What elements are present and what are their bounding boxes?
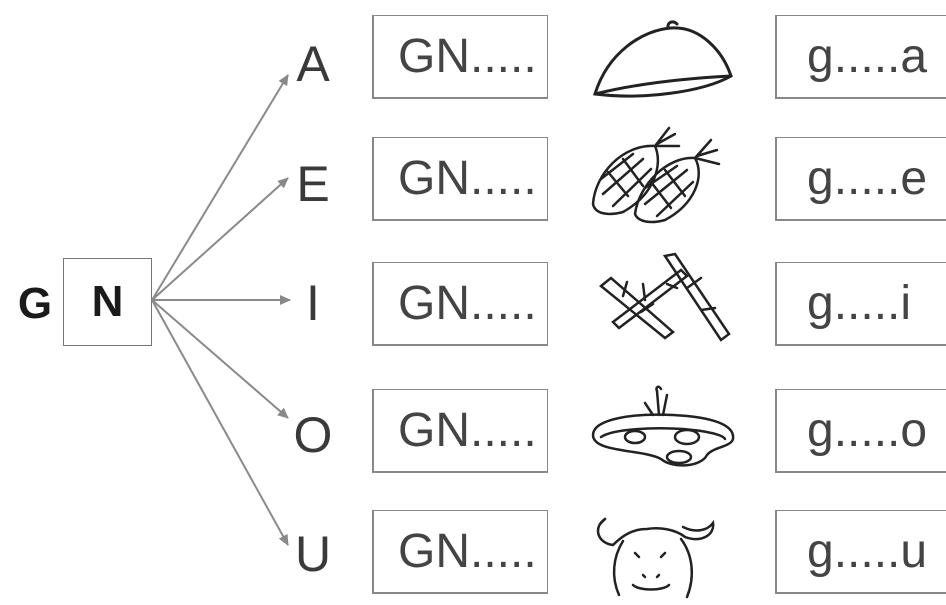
chestnut-icon	[593, 20, 733, 98]
root-letter-n: N	[91, 277, 124, 326]
answer-box-e-text: g.....e	[807, 152, 928, 205]
word-box-e[interactable]: GN.....	[372, 137, 548, 221]
arrow-to-a	[151, 74, 289, 301]
answer-box-e[interactable]: g.....e	[775, 137, 946, 221]
arrow-to-e	[151, 177, 289, 301]
word-box-u[interactable]: GN.....	[372, 510, 548, 594]
arrow-to-o	[151, 299, 289, 419]
word-box-e-text: GN.....	[398, 152, 537, 205]
answer-box-u-text: g.....u	[807, 525, 928, 578]
answer-box-i-text: g.....i	[807, 277, 912, 330]
word-box-a-text: GN.....	[398, 30, 537, 83]
answer-box-a-text: g.....a	[807, 30, 928, 83]
answer-box-u[interactable]: g.....u	[775, 510, 946, 594]
answer-box-o-text: g.....o	[807, 404, 928, 457]
vowel-i: I	[306, 275, 320, 331]
word-box-u-text: GN.....	[398, 525, 537, 578]
answer-box-i[interactable]: g.....i	[775, 262, 946, 346]
gnu-icon	[596, 517, 715, 599]
arrow-to-u	[151, 299, 289, 546]
vowel-o: O	[293, 407, 333, 463]
vowel-a: A	[296, 36, 330, 92]
word-box-o-text: GN.....	[398, 404, 537, 457]
answer-box-o[interactable]: g.....o	[775, 389, 946, 473]
word-box-a[interactable]: GN.....	[372, 15, 548, 99]
word-box-i-text: GN.....	[398, 277, 537, 330]
pinecones-icon	[591, 126, 721, 224]
pond-icon	[591, 385, 735, 467]
root-letter-n-box: N	[63, 258, 152, 346]
vowel-e: E	[296, 156, 330, 212]
word-box-o[interactable]: GN.....	[372, 389, 548, 473]
root-letter-g: G	[17, 279, 53, 328]
word-box-i[interactable]: GN.....	[372, 262, 548, 346]
vowel-u: U	[294, 526, 332, 582]
branches-icon	[599, 252, 731, 342]
answer-box-a[interactable]: g.....a	[775, 15, 946, 99]
